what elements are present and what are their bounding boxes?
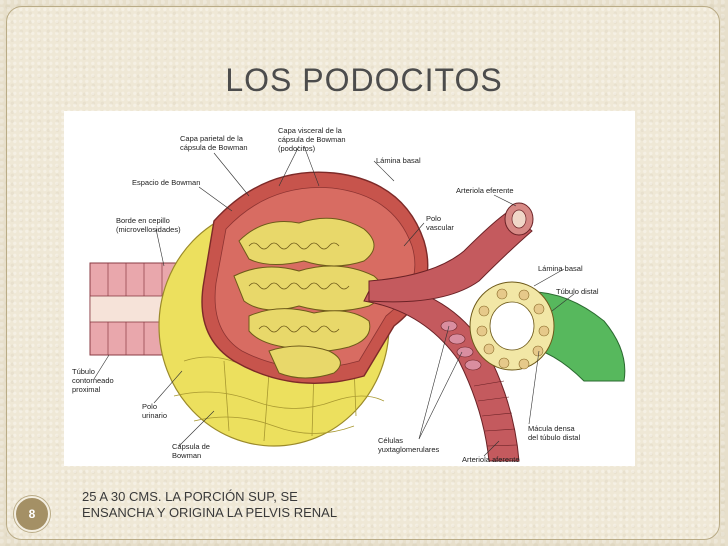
label-lamina-basal-right: Lámina basal [538, 264, 583, 273]
juxtaglomerular-cells [440, 320, 482, 371]
caption-line-2: ENSANCHA Y ORIGINA LA PELVIS RENAL [82, 505, 338, 520]
slide-title: LOS PODOCITOS [225, 62, 503, 98]
label-arteriola-eferente: Arteriola eferente [456, 186, 514, 195]
label-borde-cepillo: Borde en cepillo(microvellosidades) [116, 216, 181, 234]
leader-lines [93, 145, 575, 457]
glomerular-capillaries [233, 217, 384, 379]
label-espacio-bowman: Espacio de Bowman [132, 178, 200, 187]
label-tubulo-distal: Túbulo distal [556, 287, 599, 296]
label-lamina-basal-top: Lámina basal [376, 156, 421, 165]
slide-caption: 25 A 30 CMS. LA PORCIÓN SUP, SE ENSANCHA… [82, 489, 402, 521]
slide-number-badge: 8 [14, 496, 50, 532]
caption-line-1: 25 A 30 CMS. LA PORCIÓN SUP, SE [82, 489, 298, 504]
efferent-arteriole [368, 210, 533, 303]
label-arteriola-aferente: Arteriola aferente [462, 455, 520, 464]
